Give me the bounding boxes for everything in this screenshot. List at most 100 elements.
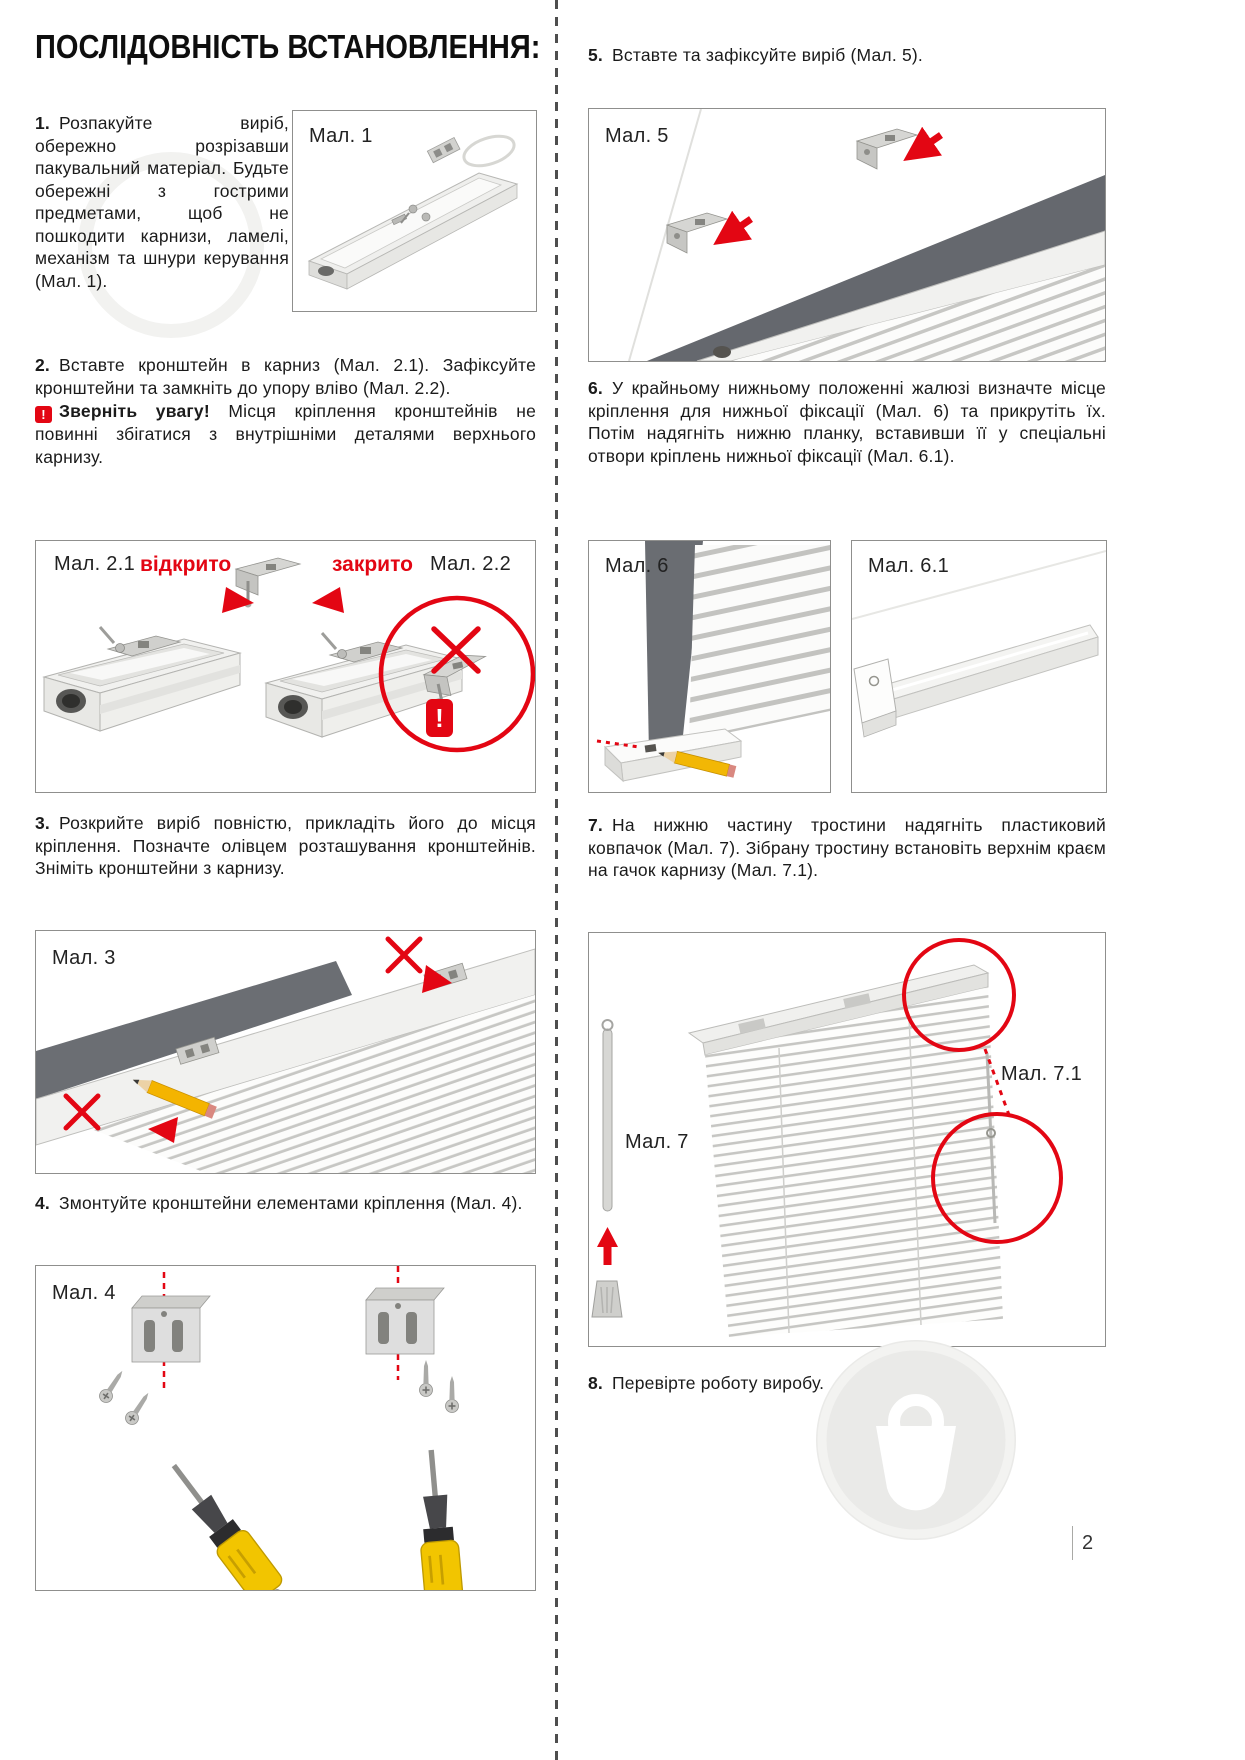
mark-dashed-line — [596, 739, 640, 749]
screw-icon — [122, 1388, 155, 1428]
red-arrow-icon — [148, 1117, 178, 1143]
figure-4-illustration — [96, 1266, 472, 1590]
drill-icon — [403, 1447, 472, 1590]
red-arrow-up-icon — [597, 1227, 618, 1265]
blind-slats — [91, 995, 535, 1173]
bracket-icon — [856, 128, 918, 170]
cord-loop — [462, 134, 516, 168]
step-4-paragraph: 4. Змонтуйте кронштейни елементами кріпле… — [35, 1192, 536, 1215]
red-arrow-right-icon — [312, 587, 344, 613]
bracket-icon — [175, 1036, 220, 1065]
figure-5: Мал. 5 — [588, 108, 1106, 362]
pencil-icon — [658, 750, 737, 778]
tilt-wand — [602, 1028, 613, 1212]
blind-slats — [689, 545, 830, 741]
figure-2: Мал. 2.1 відкрито закрито Мал. 2.2 ! — [35, 540, 536, 793]
pencil-icon — [132, 1079, 217, 1119]
blind-slats — [731, 265, 1105, 361]
warning-icon: ! — [35, 406, 52, 424]
step-7-paragraph: 7.На нижню частину тростини надягніть пл… — [588, 814, 1106, 882]
figure-7-label: Мал. 7 — [625, 1131, 689, 1153]
step-5-text: Вставте та зафіксуйте виріб (Мал. 5). — [612, 45, 923, 65]
figure-3-illustration — [36, 936, 535, 1173]
step-8-text: Перевірте роботу виробу. — [612, 1373, 825, 1393]
figure-5-label: Мал. 5 — [605, 125, 669, 147]
red-arrow-left-icon — [222, 587, 254, 613]
step-5-paragraph: 5.Вставте та зафіксуйте виріб (Мал. 5). — [588, 44, 1106, 67]
alert-badge: ! — [426, 699, 453, 737]
headrail — [696, 230, 1105, 361]
warning-title: Зверніть увагу! — [59, 401, 210, 422]
column-divider — [555, 0, 558, 1760]
page-title: ПОСЛІДОВНІСТЬ ВСТАНОВЛЕННЯ: — [35, 28, 541, 65]
step-8-number: 8. — [588, 1373, 603, 1393]
figure-6-1-label: Мал. 6.1 — [868, 555, 949, 577]
step-4: 4. Змонтуйте кронштейни елементами кріпле… — [35, 1192, 536, 1215]
red-arrow-icon — [713, 210, 753, 245]
window-recess — [36, 961, 352, 1099]
step-2: 2.Вставте кронштейн в карниз (Мал. 2.1).… — [35, 354, 536, 468]
step-3: 3.Розкрийте виріб повністю, прикладіть й… — [35, 812, 536, 880]
ladder-cord — [908, 1014, 922, 1326]
red-circle-highlight — [902, 938, 1016, 1052]
step-3-paragraph: 3.Розкрийте виріб повністю, прикладіть й… — [35, 812, 536, 880]
figure-7-illustration — [591, 938, 1063, 1337]
step-6-paragraph: 6.У крайньому нижньому положенні жалюзі … — [588, 377, 1106, 467]
step-1: 1.Розпакуйте виріб, обережно розрізавши … — [35, 112, 289, 293]
step-4-text: Змонтуйте кронштейни елементами кріпленн… — [59, 1193, 523, 1213]
step-6-number: 6. — [588, 378, 603, 398]
cross-mark-icon — [385, 936, 423, 974]
step-6-text: У крайньому нижньому положенні жалюзі ви… — [588, 378, 1106, 466]
figure-1: Мал. 1 — [292, 110, 537, 312]
bracket-part-icon — [426, 136, 461, 164]
plastic-cap-icon — [591, 1280, 623, 1318]
figure-1-label: Мал. 1 — [309, 125, 373, 147]
step-1-text: Розпакуйте виріб, обережно розрізавши па… — [35, 113, 289, 291]
figure-6-1-illustration — [852, 550, 1106, 738]
step-4-number: 4. — [35, 1193, 50, 1213]
figure-7-1-label: Мал. 7.1 — [1001, 1063, 1082, 1085]
figure-6-illustration — [596, 541, 830, 783]
step-2-paragraph: 2.Вставте кронштейн в карниз (Мал. 2.1).… — [35, 354, 536, 399]
step-1-paragraph: 1.Розпакуйте виріб, обережно розрізавши … — [35, 112, 289, 293]
figure-2-open-label: відкрито — [140, 553, 232, 576]
window-jamb — [645, 541, 703, 755]
figure-2-illustration — [42, 556, 535, 753]
figure-6: Мал. 6 — [588, 540, 831, 793]
fixation-clip-icon — [853, 658, 897, 738]
red-dashed-connector — [983, 1048, 1011, 1116]
window-recess — [647, 175, 1105, 361]
screw-icon — [96, 1366, 129, 1406]
step-2-text: Вставте кронштейн в карниз (Мал. 2.1). З… — [35, 355, 536, 398]
figure-4: Мал. 4 — [35, 1265, 536, 1591]
figure-7: Мал. 7 Мал. 7.1 — [588, 932, 1106, 1347]
step-7: 7.На нижню частину тростини надягніть пл… — [588, 814, 1106, 882]
cross-mark-icon — [431, 626, 481, 674]
red-circle-highlight — [931, 1112, 1063, 1244]
step-6: 6.У крайньому нижньому положенні жалюзі … — [588, 377, 1106, 467]
screw-icon — [444, 1375, 460, 1414]
step-7-number: 7. — [588, 815, 603, 835]
red-circle-highlight — [378, 595, 535, 753]
step-2-warning: ! Зверніть увагу! Місця кріплення кронште… — [35, 400, 536, 468]
warning-text: Місця кріплення кронштейнів не повинні з… — [35, 401, 536, 467]
figure-2-2-label: Мал. 2.2 — [430, 553, 511, 575]
figure-5-illustration — [628, 109, 1105, 361]
figure-2-closed-label: закрито — [332, 553, 413, 576]
wall-corner-line — [628, 109, 702, 361]
page-number: 2 — [1082, 1532, 1094, 1554]
step-8-paragraph: 8. Перевірте роботу виробу. — [588, 1372, 1106, 1395]
ladder-cord — [778, 1047, 790, 1334]
step-2-number: 2. — [35, 355, 50, 375]
bracket-icon — [131, 1295, 211, 1363]
brand-watermark — [812, 1336, 1020, 1544]
figure-2-1-label: Мал. 2.1 — [54, 553, 135, 575]
bracket-icon — [666, 212, 728, 254]
cross-mark-icon — [63, 1093, 101, 1131]
step-8: 8. Перевірте роботу виробу. — [588, 1372, 1106, 1395]
step-1-number: 1. — [35, 113, 50, 133]
step-7-text: На нижню частину тростини надягніть плас… — [588, 815, 1106, 881]
figure-3-label: Мал. 3 — [52, 947, 116, 969]
step-3-number: 3. — [35, 813, 50, 833]
